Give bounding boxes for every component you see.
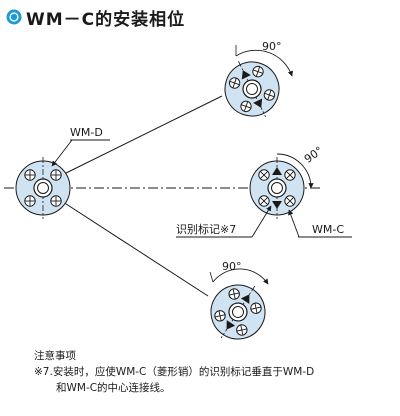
note-line-2: 和WM-C的中心连接线。 — [56, 382, 171, 394]
angle-arc-middle — [276, 153, 314, 189]
wm-c-flange-bottom — [210, 284, 266, 340]
angle-arc-bottom — [212, 268, 269, 285]
wm-c-label: WM-C — [312, 223, 344, 236]
section-title: WM－C的安装相位 — [26, 9, 186, 30]
angle-label-bottom: 90° — [222, 260, 242, 273]
connection-line-top — [59, 95, 223, 177]
wm-d-flange — [15, 157, 71, 219]
notes-block: 注意事项 ※7.安装时，应使WM-C（菱形销）的识别标记垂直于WM-D 和WM-… — [34, 348, 314, 396]
wm-c-flange-middle — [249, 157, 305, 219]
notes-heading: 注意事项 — [34, 350, 76, 362]
section-header: WM－C的安装相位 — [6, 4, 185, 30]
angle-label-top: 90° — [262, 40, 282, 53]
wm-d-label: WM-D — [70, 126, 103, 139]
angle-label-middle: 90° — [302, 144, 325, 166]
connection-line-bottom — [59, 199, 209, 297]
mark-label: 识别标记※7 — [176, 222, 236, 236]
target-bullet-icon — [6, 9, 22, 25]
wm-c-flange-top — [224, 60, 280, 118]
note-line-1: ※7.安装时，应使WM-C（菱形销）的识别标记垂直于WM-D — [34, 366, 315, 378]
angle-arc-top — [235, 49, 293, 77]
